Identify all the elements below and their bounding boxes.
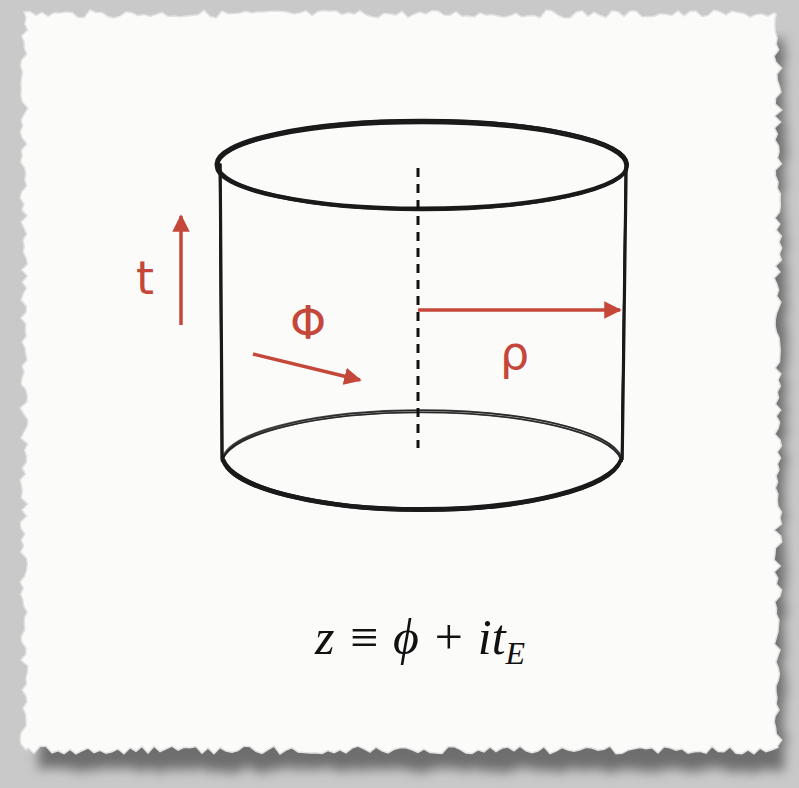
top-ellipse <box>216 120 628 208</box>
bottom-front <box>223 459 621 509</box>
bottom-back <box>223 413 621 460</box>
bottom-back <box>224 411 622 458</box>
right-side <box>622 166 626 461</box>
torn-paper <box>20 10 782 754</box>
bottom-front <box>223 461 621 511</box>
top-ellipse <box>218 122 626 210</box>
rho-arrow <box>418 308 620 312</box>
phi-arrow <box>253 354 360 380</box>
bottom-back <box>223 410 621 457</box>
coordinate-label: ρ <box>500 330 529 376</box>
formula-subscript: E <box>506 635 526 671</box>
formula: z ≡ ϕ + itE <box>315 612 525 669</box>
t-arrow <box>179 216 183 325</box>
axis <box>417 168 420 448</box>
bottom-front <box>224 459 622 509</box>
bottom-front <box>223 461 621 511</box>
coordinate-label: Φ <box>290 300 326 346</box>
formula-text: z ≡ ϕ + it <box>315 609 506 665</box>
coordinate-label: t <box>136 255 154 301</box>
bottom-back <box>223 412 621 459</box>
left-side <box>220 166 222 461</box>
